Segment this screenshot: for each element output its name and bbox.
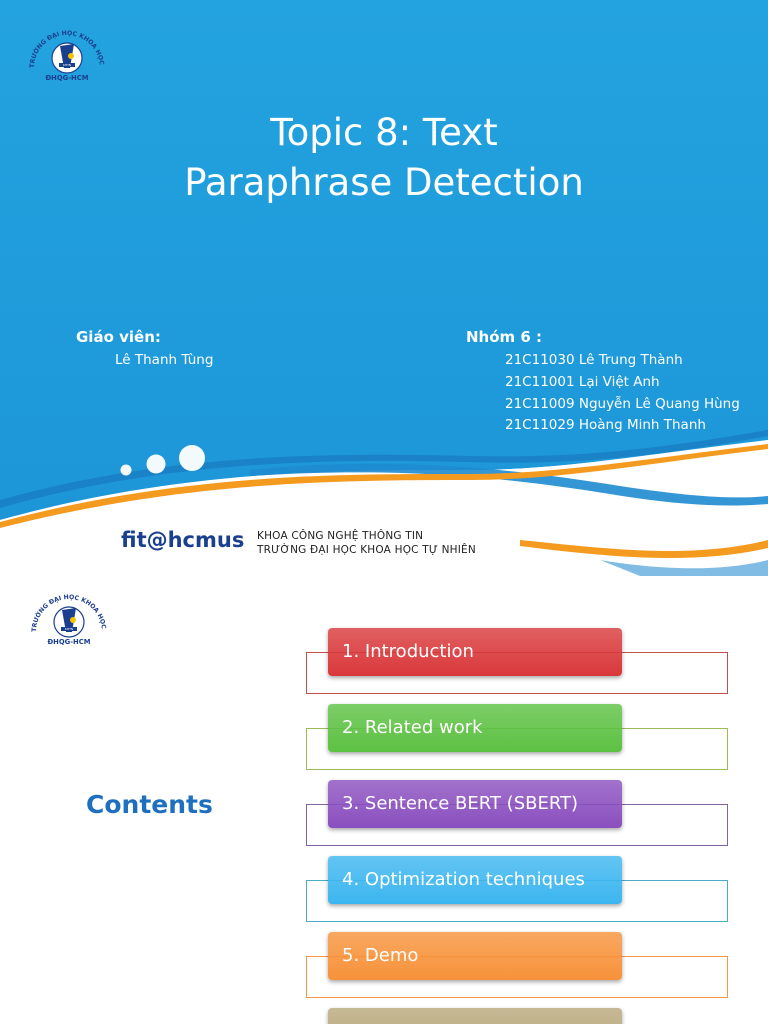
logo-badge: KHTN — [63, 63, 71, 67]
footer-brand: fit@hcmus — [121, 528, 245, 552]
contents-item[interactable]: 3. Sentence BERT (SBERT) — [328, 780, 622, 828]
university-logo: TRƯỜNG ĐẠI HỌC KHOA HỌC TỰ NHIÊN KHTN ĐH… — [26, 22, 105, 82]
title-slide: TRƯỜNG ĐẠI HỌC KHOA HỌC TỰ NHIÊN KHTN ĐH… — [0, 0, 768, 576]
logo-badge: KHTN — [65, 627, 73, 631]
contents-item[interactable]: 2. Related work — [328, 704, 622, 752]
contents-slide: TRƯỜNG ĐẠI HỌC KHOA HỌC TỰ NHIÊN KHTN ĐH… — [0, 576, 768, 1024]
contents-item[interactable]: 1. Introduction — [328, 628, 622, 676]
member-item: 21C11001 Lại Việt Anh — [505, 374, 660, 390]
logo-bottom-text: ĐHQG-HCM — [47, 638, 90, 646]
member-item: 21C11009 Nguyễn Lê Quang Hùng — [505, 396, 740, 412]
footer-university: TRƯỜNG ĐẠI HỌC KHOA HỌC TỰ NHIÊN — [257, 544, 476, 556]
group-label: Nhóm 6 : — [466, 328, 543, 346]
contents-item[interactable]: 4. Optimization techniques — [328, 856, 622, 904]
member-item: 21C11030 Lê Trung Thành — [505, 352, 683, 368]
member-item: 21C11029 Hoàng Minh Thanh — [505, 417, 706, 433]
teacher-name: Lê Thanh Tùng — [115, 352, 214, 368]
contents-item[interactable]: 5. Demo — [328, 932, 622, 980]
title-line-1: Topic 8: Text — [270, 111, 498, 154]
title-line-2: Paraphrase Detection — [184, 161, 584, 204]
university-logo: TRƯỜNG ĐẠI HỌC KHOA HỌC TỰ NHIÊN KHTN ĐH… — [28, 586, 107, 646]
slide-title: Topic 8: Text Paraphrase Detection — [0, 108, 768, 208]
footer-faculty: KHOA CÔNG NGHỆ THÔNG TIN — [257, 530, 424, 542]
background-waves — [0, 0, 768, 576]
contents-item[interactable] — [328, 1008, 622, 1024]
contents-heading: Contents — [86, 790, 213, 819]
logo-bottom-text: ĐHQG-HCM — [45, 74, 88, 82]
teacher-label: Giáo viên: — [76, 328, 161, 346]
